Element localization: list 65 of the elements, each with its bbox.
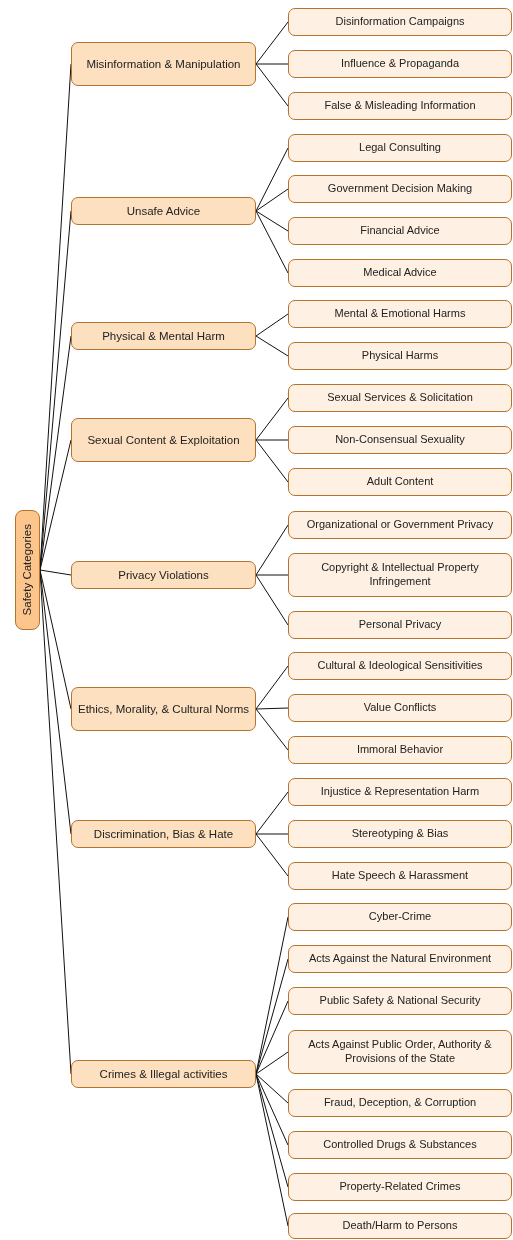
connector-line	[255, 63, 289, 65]
subcategory-box: Acts Against Public Order, Authority & Provisions of the State	[288, 1030, 512, 1074]
connector-line	[255, 833, 289, 835]
subcategory-box: Stereotyping & Bias	[288, 820, 512, 848]
connector-line	[39, 569, 72, 576]
category-box: Discrimination, Bias & Hate	[71, 820, 256, 848]
subcategory-box: Influence & Propaganda	[288, 50, 512, 78]
subcategory-box: Adult Content	[288, 468, 512, 496]
connector-line	[255, 665, 289, 710]
connector-line	[255, 708, 289, 751]
category-box: Physical & Mental Harm	[71, 322, 256, 350]
subcategory-box: Legal Consulting	[288, 134, 512, 162]
connector-line	[255, 188, 289, 212]
category-box: Unsafe Advice	[71, 197, 256, 225]
subcategory-box: Death/Harm to Persons	[288, 1213, 512, 1239]
subcategory-box: Government Decision Making	[288, 175, 512, 203]
subcategory-box: Mental & Emotional Harms	[288, 300, 512, 328]
connector-line	[255, 1073, 289, 1104]
subcategory-box: Acts Against the Natural Environment	[288, 945, 512, 973]
connector-line	[39, 439, 72, 571]
subcategory-box: Fraud, Deception, & Corruption	[288, 1089, 512, 1117]
connector-line	[255, 21, 289, 65]
category-box: Crimes & Illegal activities	[71, 1060, 256, 1088]
category-box: Ethics, Morality, & Cultural Norms	[71, 687, 256, 731]
subcategory-box: Physical Harms	[288, 342, 512, 370]
subcategory-box: Organizational or Government Privacy	[288, 511, 512, 539]
subcategory-box: Cyber-Crime	[288, 903, 512, 931]
connector-line	[255, 1073, 289, 1146]
connector-line	[255, 397, 289, 441]
root-box: Safety Categories	[15, 510, 40, 630]
connector-line	[255, 313, 289, 337]
category-box: Sexual Content & Exploitation	[71, 418, 256, 462]
connector-line	[255, 210, 289, 274]
connector-line	[255, 439, 289, 441]
connector-line	[255, 147, 289, 212]
connector-line	[255, 833, 289, 877]
connector-line	[255, 1051, 289, 1075]
subcategory-box: Cultural & Ideological Sensitivities	[288, 652, 512, 680]
connector-line	[255, 63, 289, 107]
connector-line	[255, 707, 289, 710]
subcategory-box: Financial Advice	[288, 217, 512, 245]
subcategory-box: Disinformation Campaigns	[288, 8, 512, 36]
subcategory-box: Hate Speech & Harassment	[288, 862, 512, 890]
subcategory-box: Property-Related Crimes	[288, 1173, 512, 1201]
category-box: Privacy Violations	[71, 561, 256, 589]
connector-line	[255, 791, 289, 835]
category-box: Misinformation & Manipulation	[71, 42, 256, 86]
subcategory-box: Public Safety & National Security	[288, 987, 512, 1015]
subcategory-box: Personal Privacy	[288, 611, 512, 639]
connector-line	[255, 574, 289, 626]
connector-line	[255, 439, 289, 483]
subcategory-box: False & Misleading Information	[288, 92, 512, 120]
connector-line	[255, 335, 289, 357]
subcategory-box: Sexual Services & Solicitation	[288, 384, 512, 412]
subcategory-box: Controlled Drugs & Substances	[288, 1131, 512, 1159]
subcategory-box: Medical Advice	[288, 259, 512, 287]
subcategory-box: Injustice & Representation Harm	[288, 778, 512, 806]
connector-line	[255, 574, 289, 576]
subcategory-box: Value Conflicts	[288, 694, 512, 722]
connector-line	[255, 210, 289, 232]
connector-line	[255, 1000, 289, 1075]
connector-line	[255, 524, 289, 576]
subcategory-box: Immoral Behavior	[288, 736, 512, 764]
subcategory-box: Copyright & Intellectual Property Infringement	[288, 553, 512, 597]
subcategory-box: Non-Consensual Sexuality	[288, 426, 512, 454]
